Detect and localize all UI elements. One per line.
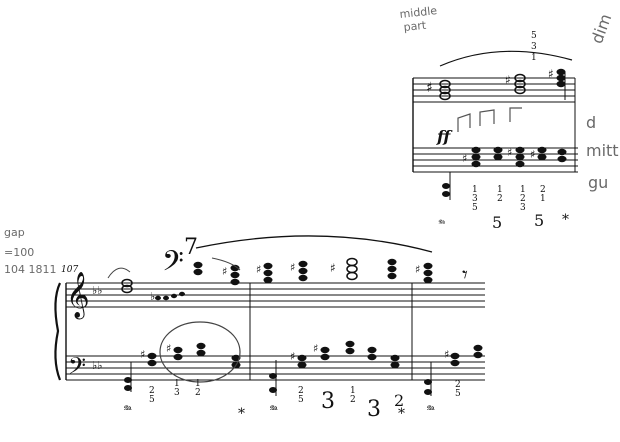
insert-bass-chords: ♯ ♯ ♯: [442, 146, 567, 200]
main-pedal-release-1: *: [238, 406, 245, 422]
svg-text:1: 1: [497, 185, 503, 195]
system-brace: [54, 282, 62, 381]
svg-text:5: 5: [531, 31, 537, 41]
pencil-circle: [159, 321, 241, 383]
svg-text:♯: ♯: [426, 80, 433, 96]
annotation-margin-1: d: [586, 113, 596, 132]
annotation-margin-top: dim: [587, 11, 615, 46]
insert-fingerings: 5 3 1 1 3 5 1 2 1 2 3 2 1 5 5: [472, 31, 546, 232]
insert-pedal: 𝆮: [437, 217, 446, 230]
annotation-tempo: =100: [4, 246, 34, 259]
main-slur: [195, 235, 433, 253]
main-system: [54, 235, 485, 381]
annotation-margin-3: gu: [588, 173, 608, 192]
insert-pedal-release: *: [562, 212, 569, 228]
main-pedal-3: 𝆮: [425, 403, 435, 418]
svg-text:♯: ♯: [548, 67, 554, 81]
svg-text:5: 5: [472, 203, 478, 213]
bass-clef: 𝄢: [68, 352, 86, 385]
main-bass-chords: ♯ ♯ ♯ ♯ ♯: [124, 340, 483, 396]
svg-text:3: 3: [520, 203, 526, 213]
svg-text:3: 3: [174, 388, 180, 398]
svg-text:2: 2: [540, 185, 546, 195]
pencil-mark-start: [107, 267, 131, 279]
main-treble-chords: ♭ 𝄢 7 ♯ ♯ ♯ ♯ ♯ 𝄾: [121, 235, 468, 303]
annotation-dates: 104 1811: [4, 263, 57, 276]
svg-text:♯: ♯: [166, 342, 171, 355]
annotation-part: part: [403, 19, 427, 34]
bass-key-flats: ♭♭: [92, 359, 102, 372]
svg-text:♭: ♭: [150, 290, 155, 303]
svg-text:1: 1: [531, 53, 537, 63]
insert-dynamic: ff: [436, 127, 453, 146]
treble-key-flats: ♭♭: [92, 284, 102, 297]
svg-text:𝄾: 𝄾: [462, 263, 468, 288]
insert-treble-chords: ♯ ♯ ♯: [426, 67, 566, 101]
svg-text:2: 2: [394, 391, 404, 410]
svg-text:♯: ♯: [222, 265, 227, 278]
main-pedal-1: 𝆮: [122, 403, 132, 418]
svg-text:5: 5: [149, 395, 155, 405]
svg-text:3: 3: [531, 42, 537, 52]
main-treble-staff: [66, 282, 485, 308]
svg-text:2: 2: [455, 380, 461, 390]
insert-slur: [439, 50, 573, 67]
pencil-arrow: [211, 257, 241, 271]
svg-text:♯: ♯: [530, 148, 535, 161]
svg-text:5: 5: [492, 213, 502, 232]
svg-text:2: 2: [350, 395, 356, 405]
svg-text:2: 2: [195, 388, 201, 398]
svg-text:1: 1: [174, 379, 180, 389]
svg-text:♯: ♯: [313, 342, 318, 355]
svg-text:2: 2: [298, 386, 304, 396]
svg-text:♯: ♯: [415, 263, 420, 276]
insert-treble-staff: [413, 77, 575, 103]
svg-text:♯: ♯: [290, 350, 295, 363]
svg-text:♯: ♯: [290, 261, 295, 274]
main-fingerings: 2 5 1 3 1 2 2 5 1 2 2 5 3 3 2: [149, 379, 461, 422]
svg-text:3: 3: [472, 194, 478, 204]
svg-text:3: 3: [321, 389, 335, 414]
svg-text:♯: ♯: [507, 146, 512, 159]
svg-text:♯: ♯: [462, 152, 467, 165]
svg-text:1: 1: [195, 379, 201, 389]
svg-text:2: 2: [497, 194, 503, 204]
treble-clef: 𝄞: [66, 272, 90, 320]
svg-text:♯: ♯: [140, 348, 145, 361]
svg-text:♯: ♯: [505, 73, 511, 87]
svg-text:2: 2: [520, 194, 526, 204]
main-pedal-release-2: *: [398, 406, 405, 422]
main-pedal-2: 𝆮: [268, 403, 278, 418]
svg-text:5: 5: [534, 211, 544, 230]
svg-text:1: 1: [350, 386, 356, 396]
svg-text:♯: ♯: [444, 348, 449, 361]
svg-text:1: 1: [472, 185, 478, 195]
annotation-middle: middle: [399, 4, 438, 21]
svg-text:♯: ♯: [256, 263, 261, 276]
svg-text:5: 5: [455, 389, 461, 399]
svg-text:1: 1: [540, 194, 546, 204]
svg-text:𝄢: 𝄢: [162, 245, 184, 285]
svg-text:2: 2: [149, 386, 155, 396]
annotation-gap: gap: [4, 226, 25, 239]
svg-text:3: 3: [367, 397, 381, 422]
annotation-margin-2: mitt: [586, 141, 619, 160]
svg-text:♯: ♯: [330, 261, 336, 275]
svg-text:1: 1: [520, 185, 526, 195]
insert-pencil-notes: [457, 107, 522, 132]
measure-number: 107: [61, 265, 78, 275]
svg-text:7: 7: [184, 235, 198, 260]
svg-text:5: 5: [298, 395, 304, 405]
